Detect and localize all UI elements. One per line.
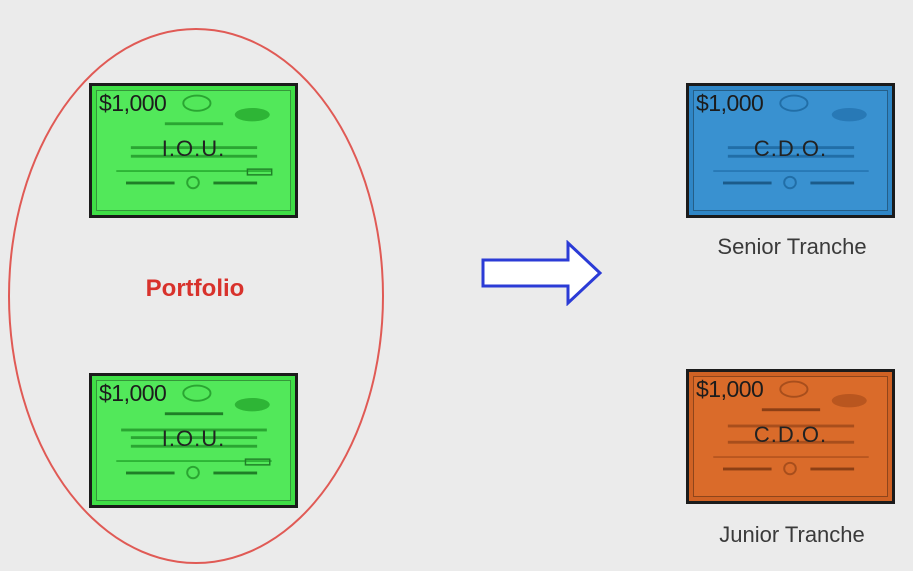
junior-tranche-note: $1,000 C.D.O. [686, 369, 895, 504]
cdo-name: C.D.O. [753, 136, 828, 161]
iou-amount: $1,000 [99, 380, 167, 406]
cdo-amount: $1,000 [696, 90, 764, 116]
iou-name: I.O.U. [161, 136, 226, 161]
banknote-pattern [713, 94, 869, 190]
senior-tranche-note: $1,000 C.D.O. [686, 83, 895, 218]
senior-tranche-label: Senior Tranche [717, 234, 867, 259]
banknote-pattern [116, 384, 272, 480]
junior-tranche-label: Junior Tranche [719, 522, 865, 547]
portfolio-label: Portfolio [145, 275, 245, 302]
iou-note-1: $1,000 I.O.U. [89, 83, 298, 218]
banknote-pattern [116, 94, 273, 190]
cdo-amount: $1,000 [696, 376, 764, 402]
iou-name: I.O.U. [161, 426, 226, 451]
iou-amount: $1,000 [99, 90, 167, 116]
cdo-name: C.D.O. [753, 422, 828, 447]
right-arrow-icon [481, 240, 603, 306]
portfolio-ellipse [8, 28, 384, 564]
iou-note-2: $1,000 I.O.U. [89, 373, 298, 508]
banknote-pattern [713, 380, 869, 476]
